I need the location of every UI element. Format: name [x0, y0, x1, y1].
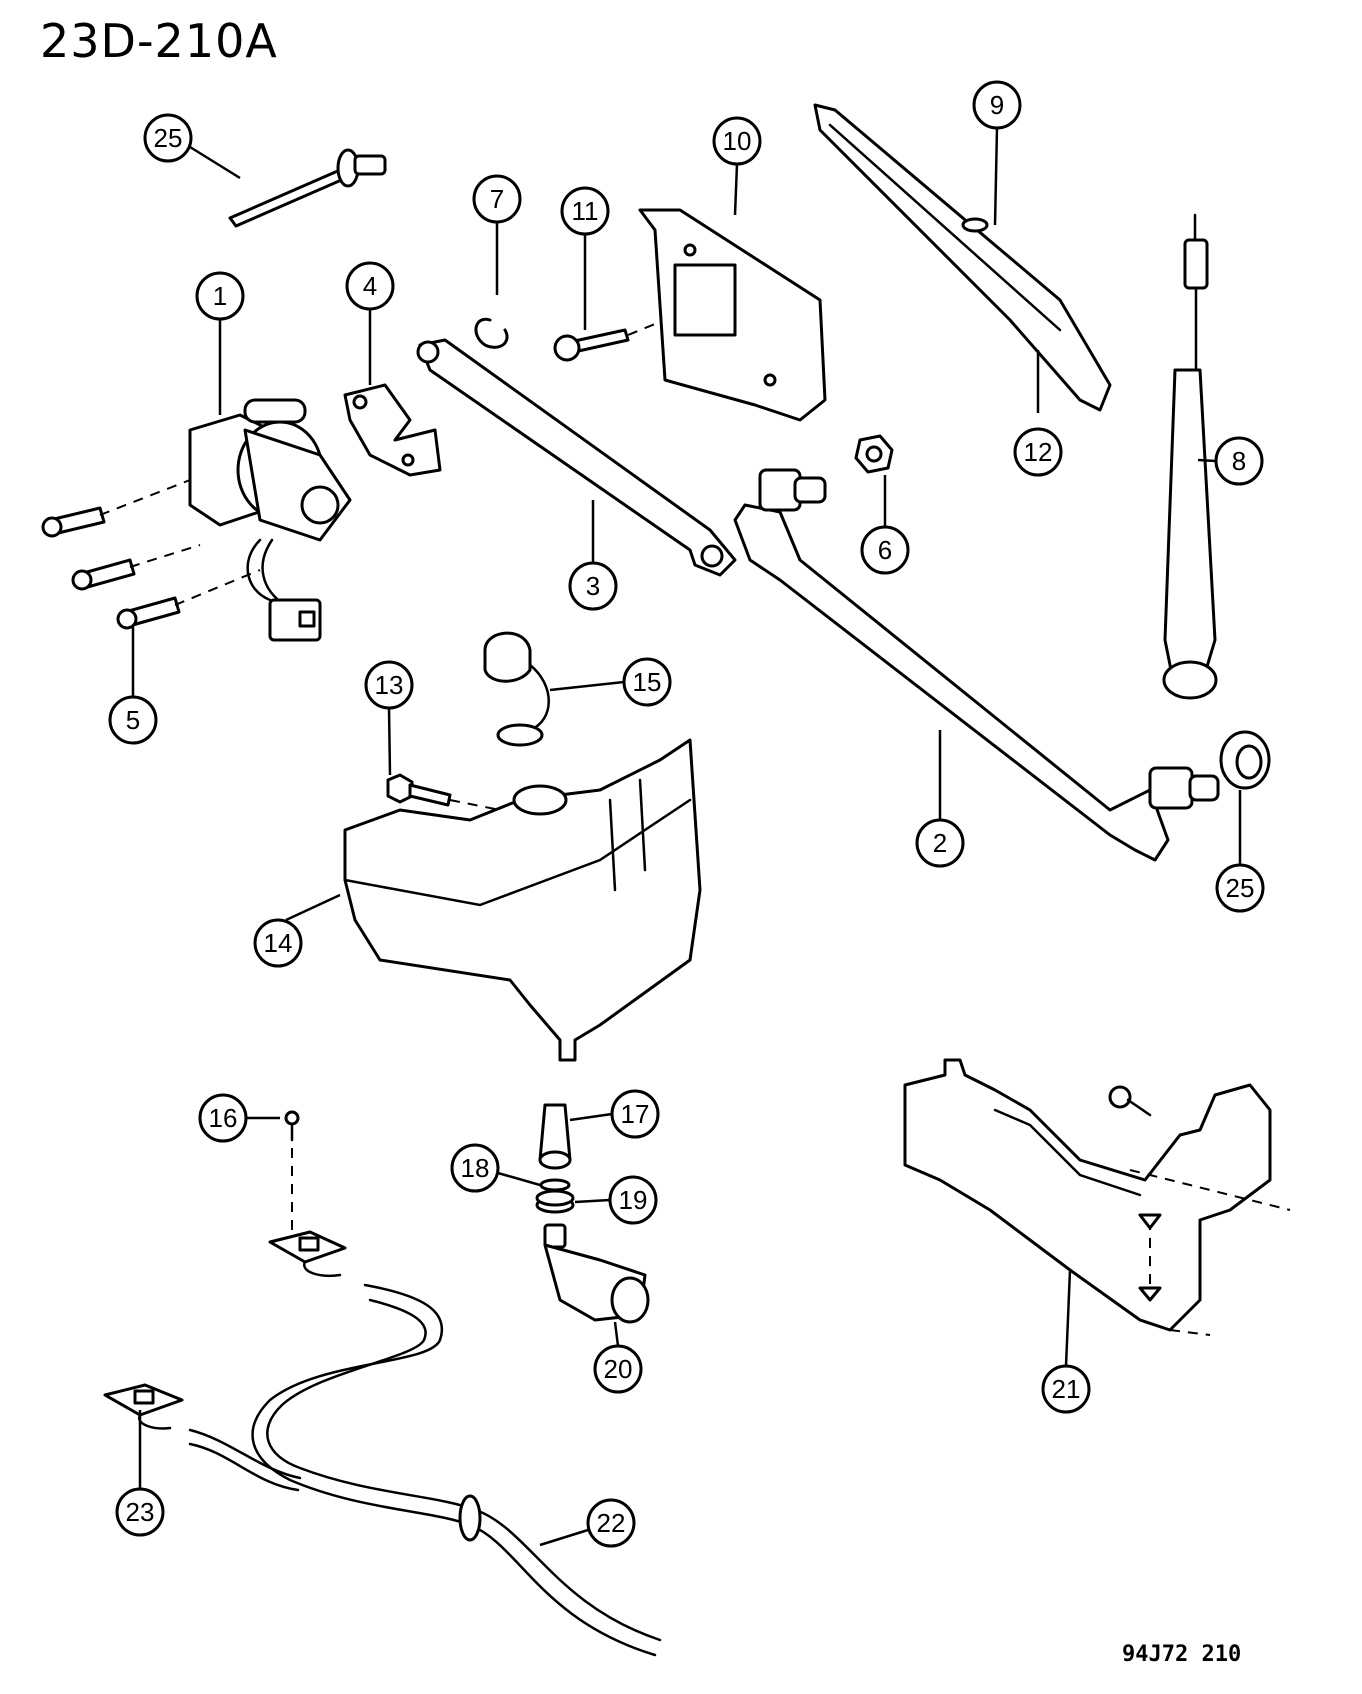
part-24-pin: [228, 148, 387, 228]
callout-12: 12: [1013, 427, 1063, 477]
part-11-screw: [553, 321, 661, 362]
callout-13: 13: [364, 660, 414, 710]
callout-16: 16: [198, 1093, 248, 1143]
part-10-bracket: [638, 208, 827, 422]
part-16-pin: [284, 1110, 300, 1232]
part-14-reservoir: [343, 738, 702, 1062]
nozzle-upper: [268, 1230, 347, 1277]
part-15-cap: [483, 631, 550, 747]
svg-text:23: 23: [126, 1497, 155, 1527]
svg-text:20: 20: [604, 1354, 633, 1384]
part-19-grommet: [535, 1189, 575, 1214]
part-21-bracket: [903, 1058, 1291, 1336]
part-2-linkage: [733, 468, 1220, 862]
svg-text:25: 25: [1226, 873, 1255, 903]
part-1-wiper-motor: [188, 398, 352, 642]
callout-7: 7: [472, 174, 522, 224]
part-25-seal: [1219, 730, 1271, 790]
callout-8: 8: [1214, 436, 1264, 486]
svg-text:22: 22: [597, 1508, 626, 1538]
callout-2: 2: [915, 818, 965, 868]
callout-4: 4: [345, 261, 395, 311]
svg-text:25: 25: [154, 123, 183, 153]
callout-3: 3: [568, 561, 618, 611]
diagram-title: 23D-210A: [40, 14, 278, 68]
svg-text:11: 11: [572, 196, 599, 226]
callout-11: 11: [560, 186, 610, 236]
svg-text:12: 12: [1024, 437, 1053, 467]
part-18-ring: [539, 1178, 571, 1192]
callout-25: 25: [1215, 863, 1265, 913]
callout-20: 20: [593, 1344, 643, 1394]
callout-24: 25: [143, 113, 193, 163]
part-6-nut: [854, 434, 894, 474]
callout-15: 15: [622, 657, 672, 707]
part-8-wiper-arm: [1162, 213, 1218, 700]
callout-10: 10: [712, 116, 762, 166]
svg-text:7: 7: [490, 184, 504, 214]
part-3-link-arm: [416, 338, 737, 577]
part-4-bracket: [343, 383, 442, 477]
leader-lines: [131, 127, 1242, 1547]
svg-text:13: 13: [375, 670, 404, 700]
svg-text:5: 5: [126, 705, 140, 735]
part-23-nozzle: [103, 1383, 184, 1430]
svg-text:16: 16: [209, 1103, 238, 1133]
part-5-screws: [41, 479, 261, 630]
part-20-pump: [543, 1223, 650, 1324]
callout-14: 14: [253, 918, 303, 968]
callout-18: 18: [450, 1143, 500, 1193]
callout-19: 19: [608, 1175, 658, 1225]
svg-text:4: 4: [363, 271, 377, 301]
callout-17: 17: [610, 1089, 660, 1139]
svg-text:19: 19: [619, 1185, 648, 1215]
callout-1: 1: [195, 271, 245, 321]
part-22-hose: [188, 1283, 662, 1657]
callout-21: 21: [1041, 1364, 1091, 1414]
part-13-bolt: [386, 773, 511, 813]
svg-text:6: 6: [878, 535, 892, 565]
svg-text:14: 14: [264, 928, 293, 958]
svg-text:8: 8: [1232, 446, 1246, 476]
part-9-wiper-blade: [813, 103, 1112, 412]
callout-5: 5: [108, 695, 158, 745]
svg-text:2: 2: [933, 828, 947, 858]
svg-text:17: 17: [621, 1099, 650, 1129]
svg-text:15: 15: [633, 667, 662, 697]
callout-9: 9: [972, 80, 1022, 130]
figure-code: 94J72 210: [1122, 1642, 1242, 1667]
svg-text:1: 1: [213, 281, 227, 311]
callout-22: 22: [586, 1498, 636, 1548]
callout-23: 23: [115, 1487, 165, 1537]
svg-text:3: 3: [586, 571, 600, 601]
svg-text:21: 21: [1052, 1374, 1081, 1404]
svg-text:9: 9: [990, 90, 1004, 120]
part-7-clip: [474, 317, 509, 349]
svg-text:18: 18: [461, 1153, 490, 1183]
svg-text:10: 10: [723, 126, 752, 156]
callout-6: 6: [860, 525, 910, 575]
part-17-filter: [538, 1103, 572, 1170]
